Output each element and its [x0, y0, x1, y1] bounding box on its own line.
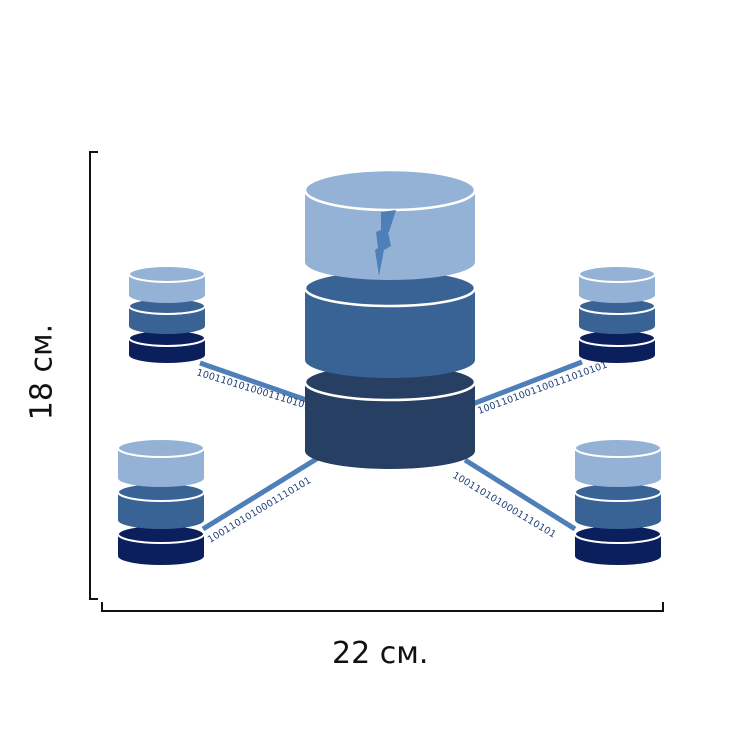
connector-top-right: [469, 359, 583, 408]
database-icon: [574, 438, 662, 565]
connector-bottom-right: [463, 457, 577, 532]
height-dimension-bracket: [89, 151, 98, 600]
connector-bottom-left: [201, 455, 320, 532]
central-database-icon: [303, 168, 477, 469]
database-icon: [128, 265, 206, 363]
database-icon: [117, 438, 205, 565]
lightning-icon: [375, 210, 396, 276]
width-dimension-label: 22 см.: [332, 636, 429, 671]
data-stream-top-right: 1001101001100111010101: [476, 359, 609, 416]
database-icon: [578, 265, 656, 363]
width-dimension-bracket: [101, 602, 664, 612]
connectors: [199, 359, 583, 532]
height-dimension-label: 18 см.: [24, 323, 60, 421]
data-stream-bottom-left: 1001101010001110101: [206, 475, 313, 546]
connector-top-left: [199, 360, 319, 407]
data-stream-top-left: 1001101010001110101: [195, 367, 312, 412]
